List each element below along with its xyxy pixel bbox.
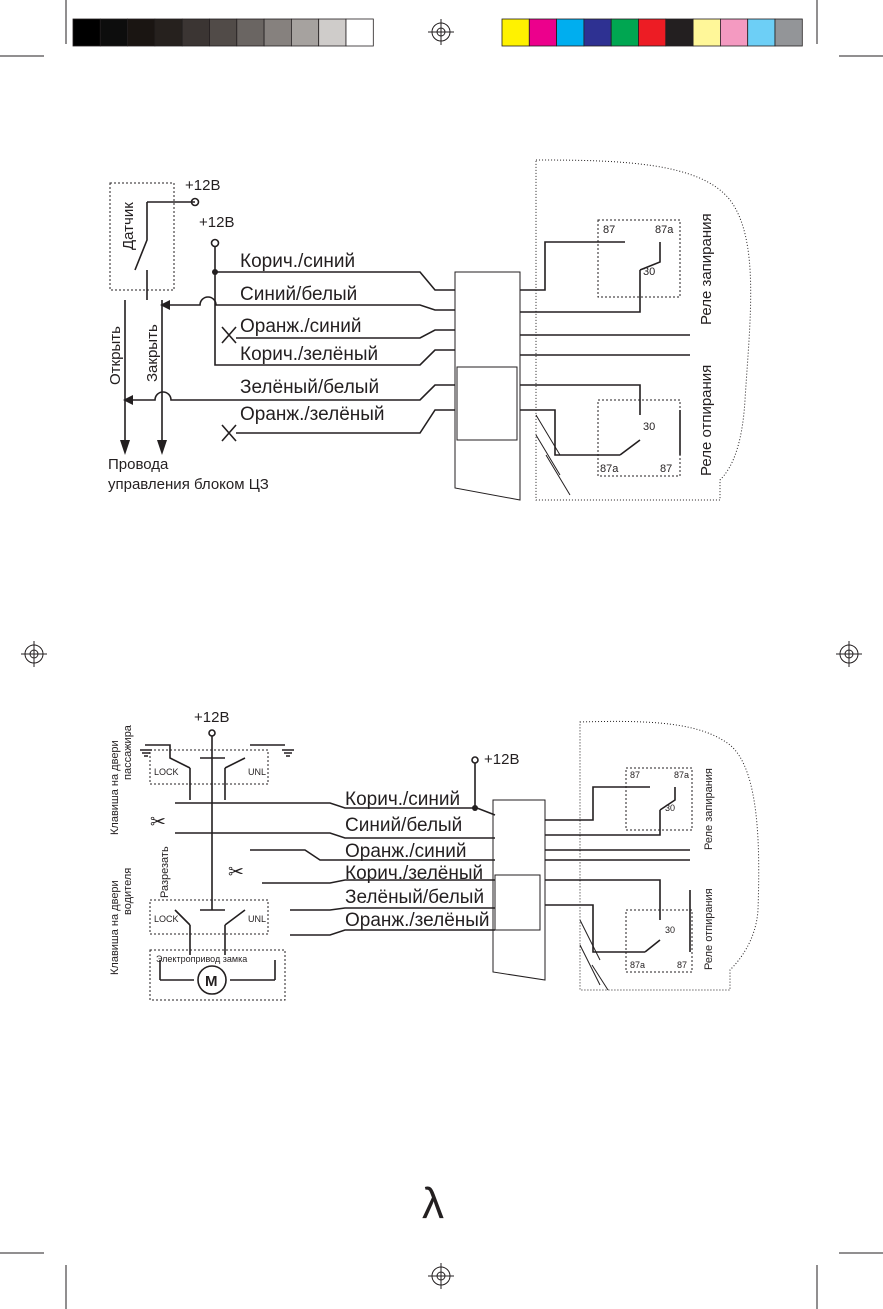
footer-text: Провода [108,456,169,473]
relay-unlock-box [625,909,693,973]
wire-label: Зелёный/белый [240,377,379,398]
driver-key-label: водителя [122,868,134,915]
wire-label: Оранж./зелёный [240,404,385,425]
wire-label: Синий/белый [345,815,462,836]
control-unit [492,799,546,981]
svg-text:30: 30 [643,266,655,278]
bottom-wiring-diagram: Клавиша на двери пассажира Клавиша на дв… [109,709,760,1001]
calibration-swatch [692,18,721,47]
calibration-swatch [665,18,694,47]
wire-label: Зелёный/белый [345,887,484,908]
registration-mark-top [428,19,454,45]
calibration-swatch [209,18,238,47]
svg-text:30: 30 [665,925,675,935]
calibration-swatch [154,18,183,47]
relay-unlock-label: Реле отпирания [703,888,715,970]
close-label: Закрыть [144,324,161,382]
actuator-box [149,949,286,1001]
calibration-swatch [345,18,374,47]
calibration-swatch [318,18,347,47]
registration-mark-bottom [428,1263,454,1289]
calibration-swatch [720,18,749,47]
svg-text:87a: 87a [655,224,674,236]
svg-text:UNL: UNL [248,914,266,924]
top-wiring-diagram: Датчик +12В +12В Открыть Закрыть Корич./… [107,159,752,501]
scissors-icon: ✂ [150,812,166,833]
footer-text: управления блоком ЦЗ [108,476,269,493]
gray-calibration-bar [72,18,374,47]
cut-label: Разрезать [159,846,171,898]
calibration-swatch [638,18,667,47]
wire-label: Синий/белый [240,284,357,305]
scissors-icon: ✂ [228,862,244,883]
calibration-swatch [72,18,101,47]
color-calibration-bar [501,18,803,47]
relay-unlock-label: Реле отпирания [698,365,715,476]
wire-label: Корич./синий [240,251,355,272]
plus12-label: +12В [199,214,234,231]
passenger-key-label: пассажира [122,724,134,780]
registration-mark-right [836,641,862,667]
svg-text:30: 30 [643,421,655,433]
svg-text:LOCK: LOCK [154,914,179,924]
calibration-swatch [181,18,210,47]
relay-lock-label: Реле запирания [703,768,715,850]
motor-symbol: M [205,973,218,990]
wire-label: Оранж./зелёный [345,910,490,931]
sensor-label: Датчик [120,202,137,250]
relay-lock-box [597,219,681,298]
sensor-box [109,182,175,291]
registration-mark-left [21,641,47,667]
wire-label: Корич./зелёный [240,344,378,365]
svg-text:87: 87 [677,960,687,970]
svg-text:LOCK: LOCK [154,767,179,777]
passenger-key-label: Клавиша на двери [109,740,121,835]
control-unit [454,271,521,501]
svg-text:30: 30 [665,803,675,813]
svg-text:UNL: UNL [248,767,266,777]
svg-text:87: 87 [630,770,640,780]
svg-text:87a: 87a [630,960,645,970]
svg-text:87: 87 [660,463,672,475]
brand-logo: λ [422,1179,444,1228]
calibration-swatch [556,18,585,47]
calibration-swatch [528,18,557,47]
door-outline-bottom [579,720,760,991]
svg-text:Электропривод замка: Электропривод замка [156,954,247,964]
calibration-swatch [747,18,776,47]
svg-text:87a: 87a [600,463,619,475]
calibration-swatch [236,18,265,47]
svg-text:87a: 87a [674,770,689,780]
wire-label: Оранж./синий [345,841,467,862]
calibration-swatch [501,18,530,47]
calibration-swatch [99,18,129,47]
door-outline-top [535,159,752,501]
calibration-swatch [290,18,320,47]
calibration-swatch [583,18,612,47]
svg-text:+12В: +12В [484,751,519,768]
relay-lock-label: Реле запирания [698,213,715,325]
wire-label: Корич./зелёный [345,863,483,884]
svg-text:+12В: +12В [194,709,229,726]
plus12-label: +12В [185,177,220,194]
driver-key-label: Клавиша на двери [109,880,121,975]
svg-text:87: 87 [603,224,615,236]
calibration-swatch [127,18,156,47]
relay-lock-box [625,767,693,831]
calibration-swatch [610,18,639,47]
wire-label: Корич./синий [345,789,460,810]
wire-label: Оранж./синий [240,316,362,337]
open-label: Открыть [107,326,124,385]
calibration-swatch [774,18,803,47]
calibration-swatch [263,18,292,47]
